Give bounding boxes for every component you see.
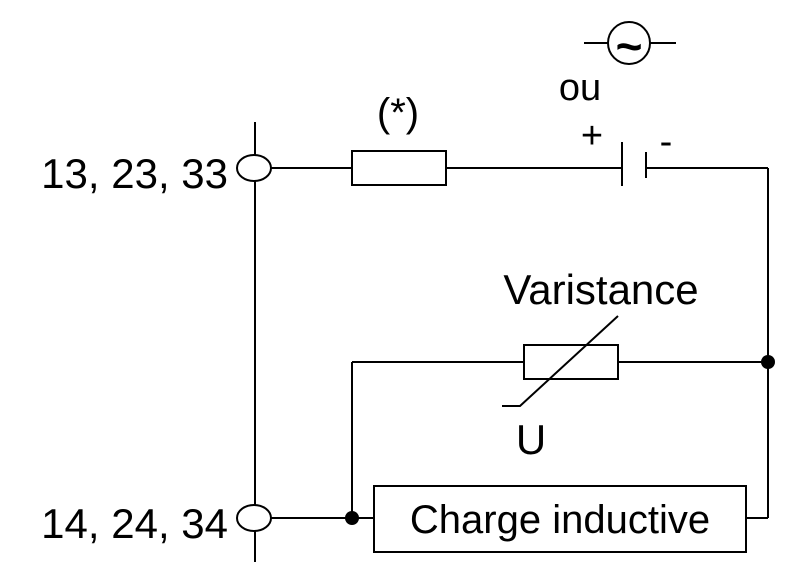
varistor-voltage-label: U (516, 416, 546, 463)
inductive-load-label: Charge inductive (410, 498, 710, 542)
varistor-label: Varistance (503, 266, 698, 313)
fuse-label: (*) (377, 91, 419, 135)
terminal-top-label: 13, 23, 33 (41, 150, 228, 197)
minus-sign: - (660, 121, 673, 163)
fuse (351, 150, 447, 186)
plus-sign: + (581, 115, 603, 157)
inductive-load (373, 485, 747, 553)
varistor (523, 344, 619, 380)
or-text: ou (559, 67, 601, 109)
varistor-slash (502, 315, 619, 407)
junction-left (345, 511, 359, 525)
terminal-bottom-label: 14, 24, 34 (41, 500, 228, 547)
terminal-bottom (236, 504, 272, 532)
ac-wave-icon: ~ (616, 20, 643, 72)
terminal-top (236, 154, 272, 182)
